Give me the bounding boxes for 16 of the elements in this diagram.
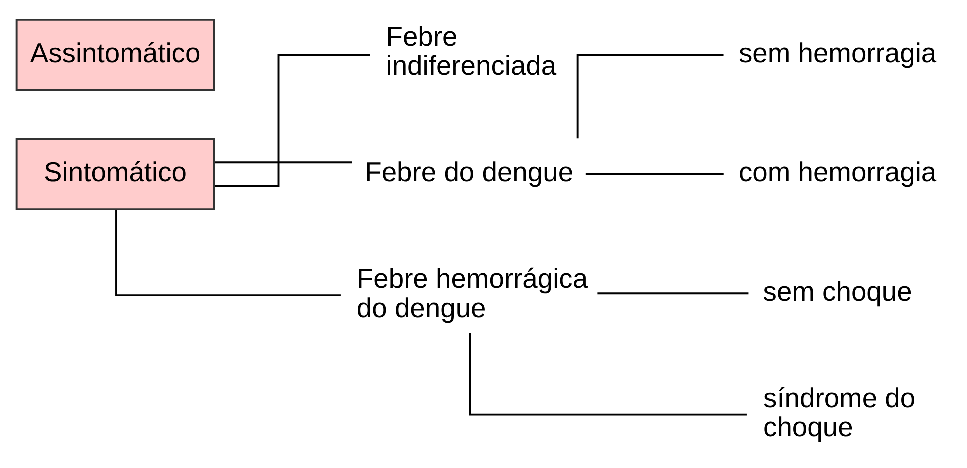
connector — [214, 162, 352, 164]
node-text: Febre hemorrágica do dengue — [356, 263, 588, 324]
node-text: Febre do dengue — [364, 156, 574, 188]
node-box: Assintomático — [15, 18, 215, 92]
node-text: síndrome do choque — [763, 382, 916, 443]
connector — [576, 54, 724, 139]
connector — [115, 210, 340, 297]
connector — [597, 292, 748, 295]
node-text: com hemorragia — [738, 156, 936, 188]
connector — [585, 173, 724, 176]
connector — [468, 333, 746, 416]
node-text: Febre indiferenciada — [386, 20, 556, 82]
node-text: sem choque — [762, 276, 912, 307]
connector — [214, 54, 370, 188]
node-box: Sintomático — [15, 138, 215, 211]
node-text: sem hemorragia — [738, 37, 936, 68]
